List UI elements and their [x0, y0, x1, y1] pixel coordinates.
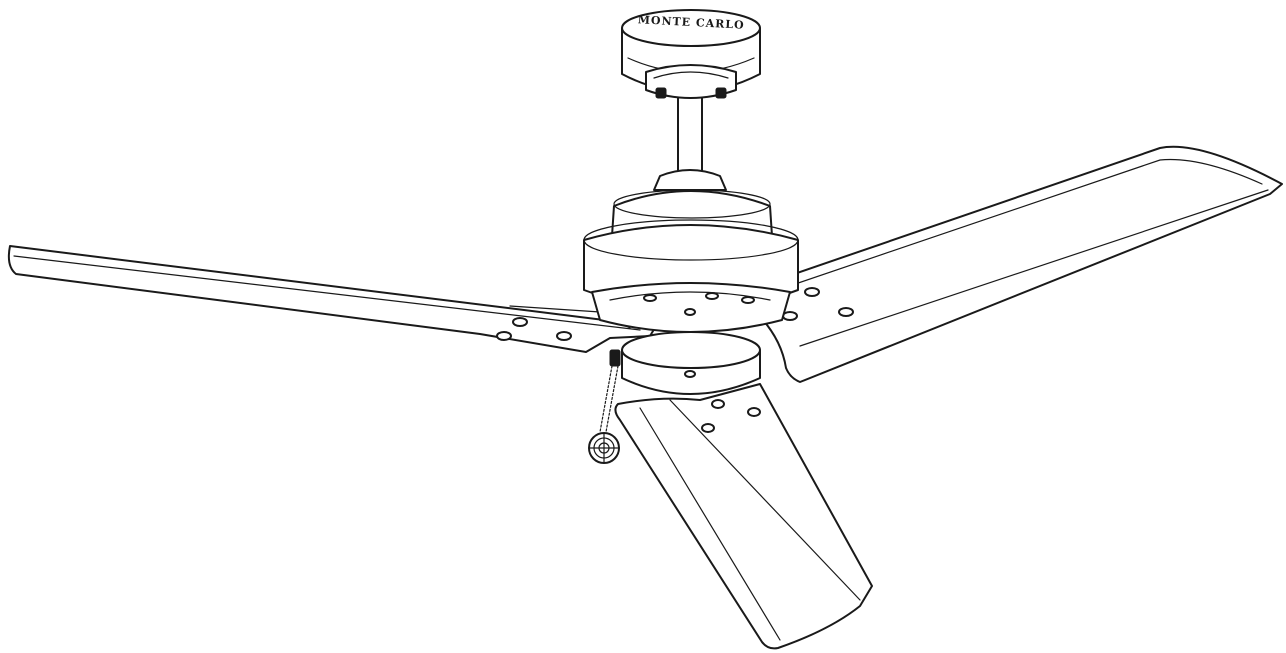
downrod — [677, 89, 703, 181]
pull-chain-switch[interactable] — [609, 349, 621, 367]
pull-chain[interactable] — [588, 349, 621, 464]
set-screw-left — [655, 87, 667, 99]
left-blade — [7, 245, 657, 353]
center-cap-screw — [684, 370, 696, 378]
switch-housing — [621, 331, 761, 395]
canopy-brand-text: MONTE CARLO — [637, 13, 745, 32]
right-blade — [741, 145, 1283, 383]
set-screw-right — [715, 87, 727, 99]
motor-housing — [583, 169, 799, 333]
canopy: MONTE CARLO — [621, 9, 761, 99]
bottom-blade — [614, 383, 873, 650]
